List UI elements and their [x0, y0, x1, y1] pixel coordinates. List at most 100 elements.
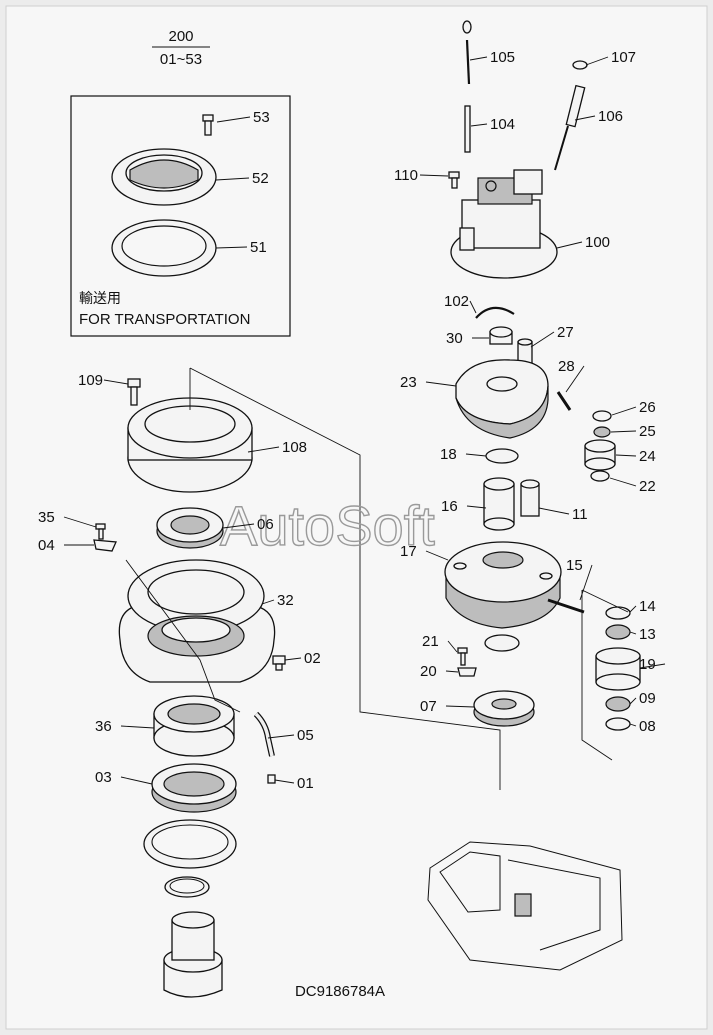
part-09-plate [457, 667, 477, 677]
part-27-pin [517, 338, 533, 365]
part-01-shaft [163, 911, 223, 998]
leader-line-51 [215, 246, 248, 249]
leader-line-100 [556, 241, 583, 249]
leader-line-16 [466, 505, 487, 509]
transportation-inset: 輸送用 FOR TRANSPORTATION [70, 95, 291, 337]
callout-11: 11 [572, 506, 588, 523]
leader-line-18 [465, 453, 487, 457]
leader-line-01 [274, 779, 295, 784]
callout-107: 107 [611, 49, 636, 66]
callout-24: 24 [639, 448, 656, 465]
callout-13: 13 [639, 626, 656, 643]
callout-03: 03 [95, 769, 112, 786]
callout-01: 01 [297, 775, 314, 792]
part-28-shaft [556, 391, 572, 411]
callout-32: 32 [277, 592, 294, 609]
part-106-gauge [554, 84, 586, 171]
callout-18: 18 [440, 446, 457, 463]
inset-frame [70, 95, 291, 337]
leader-line-08 [629, 723, 637, 727]
leader-line-07 [445, 705, 475, 708]
leader-line-22 [609, 477, 637, 487]
callout-25: 25 [639, 423, 656, 440]
callout-14: 14 [639, 598, 656, 615]
part-22-ring-top [485, 448, 519, 464]
part-17-shaft [547, 598, 585, 614]
part-105-dipstick [462, 20, 472, 85]
callout-26: 26 [639, 399, 656, 416]
leader-line-14 [629, 605, 637, 613]
leader-line-25 [610, 430, 637, 433]
leader-line-13 [629, 631, 637, 635]
part-19-bolt [457, 647, 468, 666]
callout-15: 15 [566, 557, 583, 574]
assembly-range: 01~53 [160, 51, 202, 68]
leader-line-21 [447, 640, 458, 653]
leader-line-36 [120, 725, 155, 729]
part-26-washer-top [592, 410, 612, 422]
part-109-bolt [95, 523, 106, 540]
inset-caption-en: FOR TRANSPORTATION [79, 311, 250, 328]
assembly-header: 200 01~53 [152, 28, 210, 68]
part-110-bolt [448, 171, 460, 189]
callout-108: 108 [282, 439, 307, 456]
part-14-bearing-bottom [605, 696, 631, 712]
part-14-bearing-top [605, 624, 631, 640]
part-102-snap-ring [475, 306, 515, 319]
part-100-motor [450, 169, 558, 279]
callout-07: 07 [420, 698, 437, 715]
leader-line-110 [419, 174, 449, 177]
leader-line-35 [63, 516, 97, 528]
callout-08: 08 [639, 718, 656, 735]
leader-line-107 [585, 56, 609, 66]
callout-52: 52 [252, 170, 269, 187]
part-08-thrust-plate [473, 690, 535, 727]
callout-102: 102 [444, 293, 469, 310]
watermark: AutoSoft [220, 494, 435, 557]
callout-05: 05 [297, 727, 314, 744]
part-16-pin [520, 479, 540, 517]
callout-36: 36 [95, 718, 112, 735]
leader-line-23 [425, 381, 457, 387]
part-104-pipe [464, 105, 471, 153]
part-07-bearing [156, 507, 224, 549]
assembly-guide-lines [125, 367, 501, 790]
part-52-cover [111, 148, 217, 206]
part-25-bearing [593, 426, 611, 438]
callout-20: 20 [420, 663, 437, 680]
part-107-cap [572, 60, 588, 70]
callout-06: 06 [257, 516, 274, 533]
callout-19: 19 [639, 656, 656, 673]
part-22-ring-bottom [484, 634, 520, 652]
callout-16: 16 [441, 498, 458, 515]
part-51-ring [111, 219, 217, 277]
callout-106: 106 [598, 108, 623, 125]
leader-line-26 [611, 406, 637, 416]
part-108-plate [93, 539, 117, 552]
callout-104: 104 [490, 116, 515, 133]
part-05-ring [143, 819, 237, 869]
leader-line-19 [639, 663, 666, 669]
part-24-gear [584, 439, 616, 471]
leader-line-05 [267, 734, 295, 739]
part-18-sun-gear [483, 477, 515, 531]
callout-21: 21 [422, 633, 439, 650]
callout-105: 105 [490, 49, 515, 66]
leader-line-27 [530, 331, 555, 348]
callout-100: 100 [585, 234, 610, 251]
callout-09: 09 [639, 690, 656, 707]
leader-line-104 [470, 123, 488, 127]
drawing-number: DC9186784A [295, 983, 385, 1000]
part-23-carrier [455, 359, 549, 439]
leader-line-09 [629, 697, 637, 705]
part-02-seal [151, 763, 237, 813]
part-04-bearing [153, 695, 235, 757]
leader-line-52 [215, 177, 250, 181]
leader-line-108 [247, 446, 280, 453]
part-11-carrier [444, 541, 562, 629]
leader-line-15 [579, 564, 593, 601]
leader-line-32 [261, 599, 275, 605]
part-30-pinion [489, 326, 513, 345]
